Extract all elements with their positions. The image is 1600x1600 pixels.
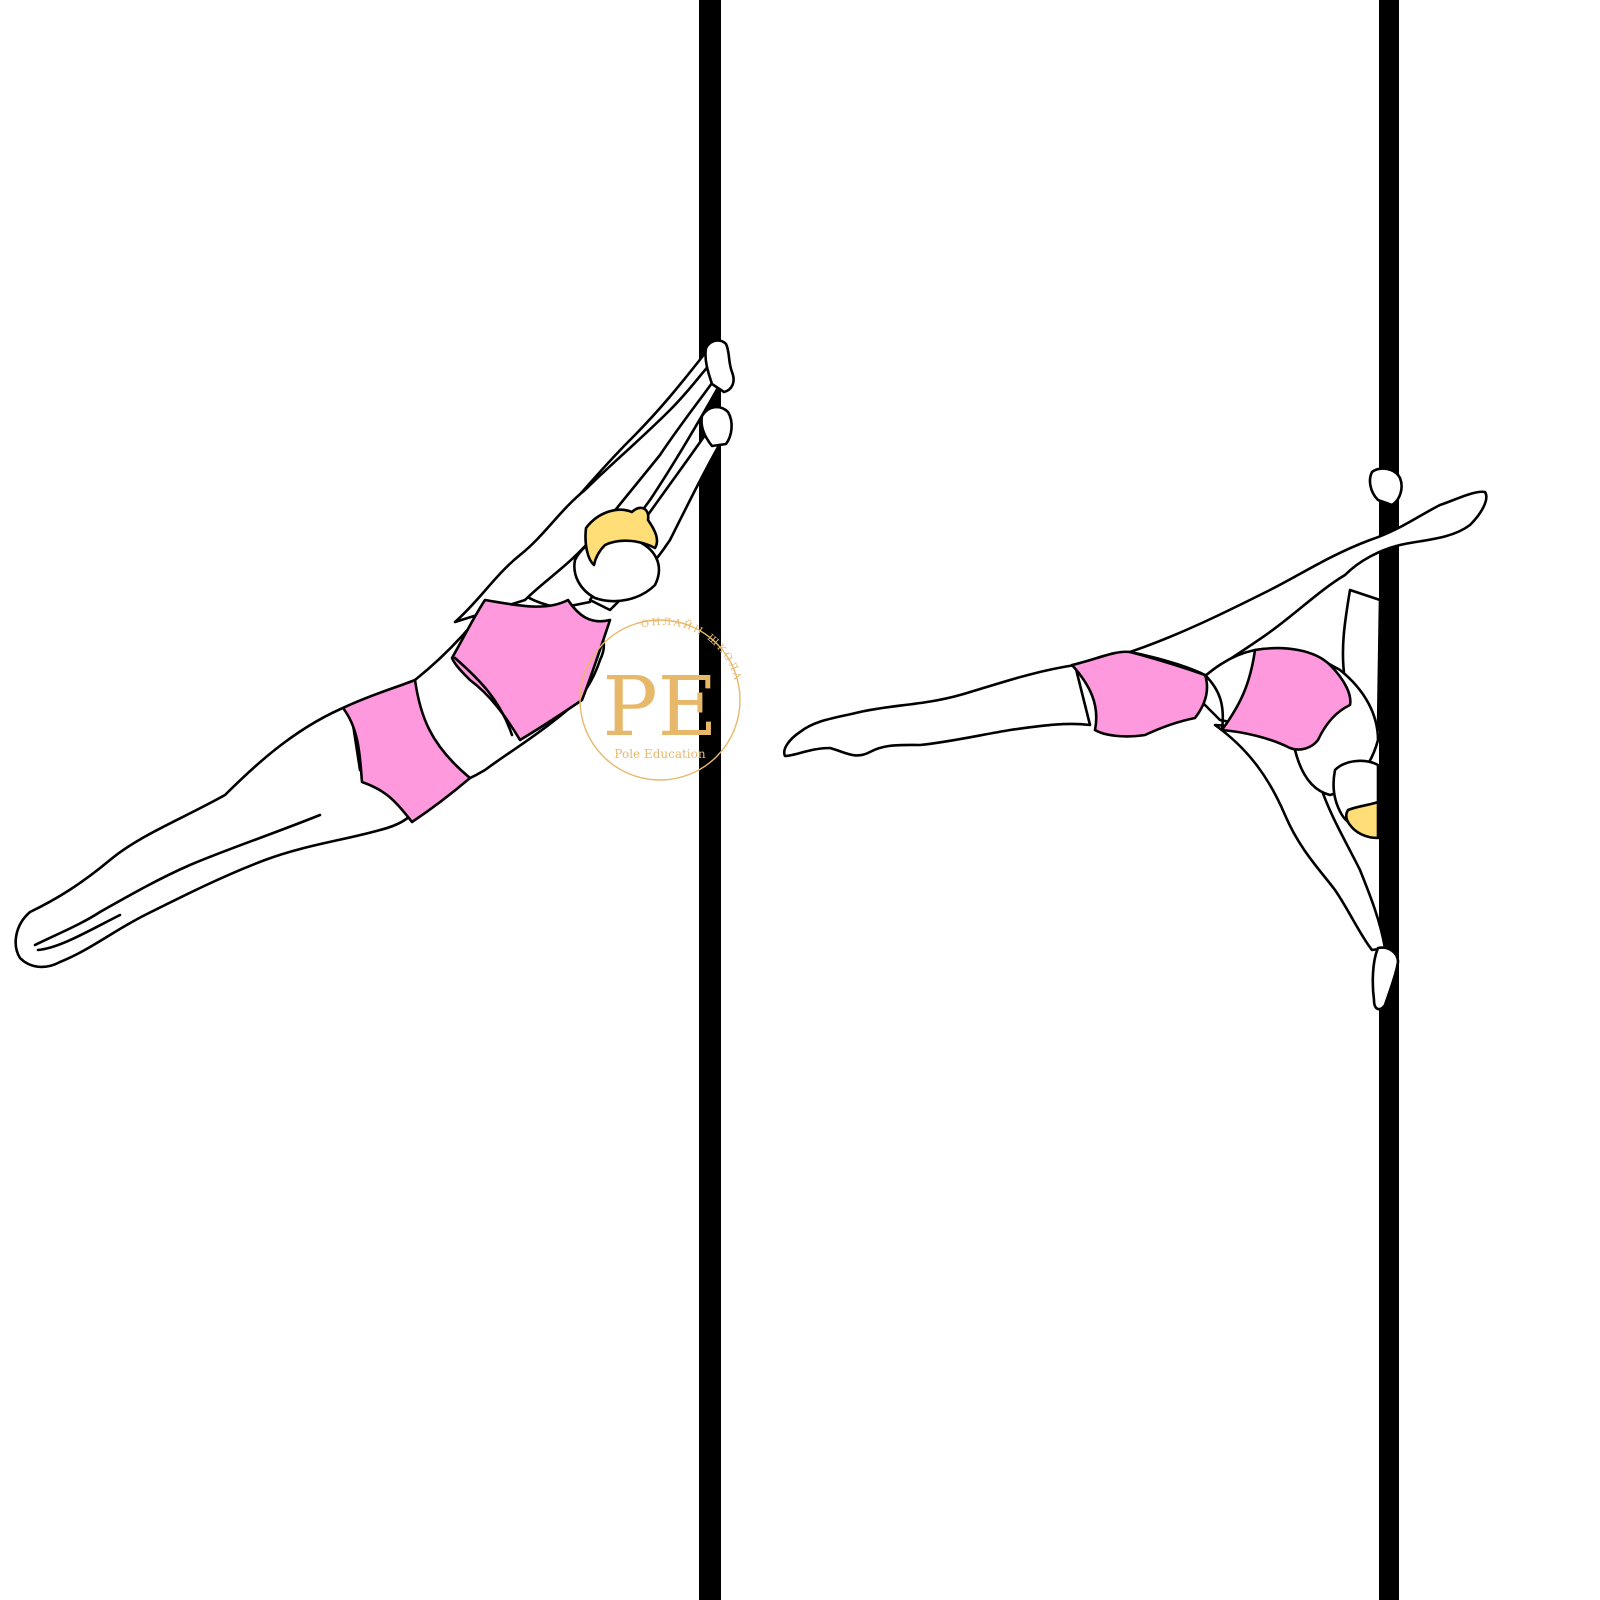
left-figure-bottoms <box>341 678 472 824</box>
pole-left <box>699 0 721 1600</box>
left-figure-lower-hand <box>700 405 733 448</box>
left-figure-hair <box>584 506 659 567</box>
left-figure-foot-line <box>36 913 122 952</box>
watermark-brand: Pole Education <box>614 747 705 761</box>
right-figure-back-leg <box>782 663 1092 758</box>
right-figure-hair <box>1344 800 1380 840</box>
right-figure-leg-divider <box>1128 650 1207 677</box>
left-figure-waist-line <box>453 656 514 737</box>
watermark-monogram: PE <box>602 660 717 755</box>
right-figure-upper-leg <box>1128 490 1488 682</box>
right-figure-bottom-hand <box>1371 946 1400 1011</box>
right-figure-top <box>1220 646 1352 751</box>
right-figure-top-hand <box>1368 467 1403 507</box>
watermark-circle <box>579 619 741 781</box>
pole-right <box>1379 0 1399 1600</box>
watermark: PE Pole Education ОНЛАЙН ШКОЛА <box>579 617 741 781</box>
left-figure-top <box>450 598 612 742</box>
right-figure-waist-line <box>1203 673 1225 732</box>
figure-left <box>14 339 735 969</box>
left-figure-top-hand <box>704 339 735 394</box>
figure-right <box>782 467 1488 1011</box>
left-figure-leg-divider <box>33 813 322 947</box>
